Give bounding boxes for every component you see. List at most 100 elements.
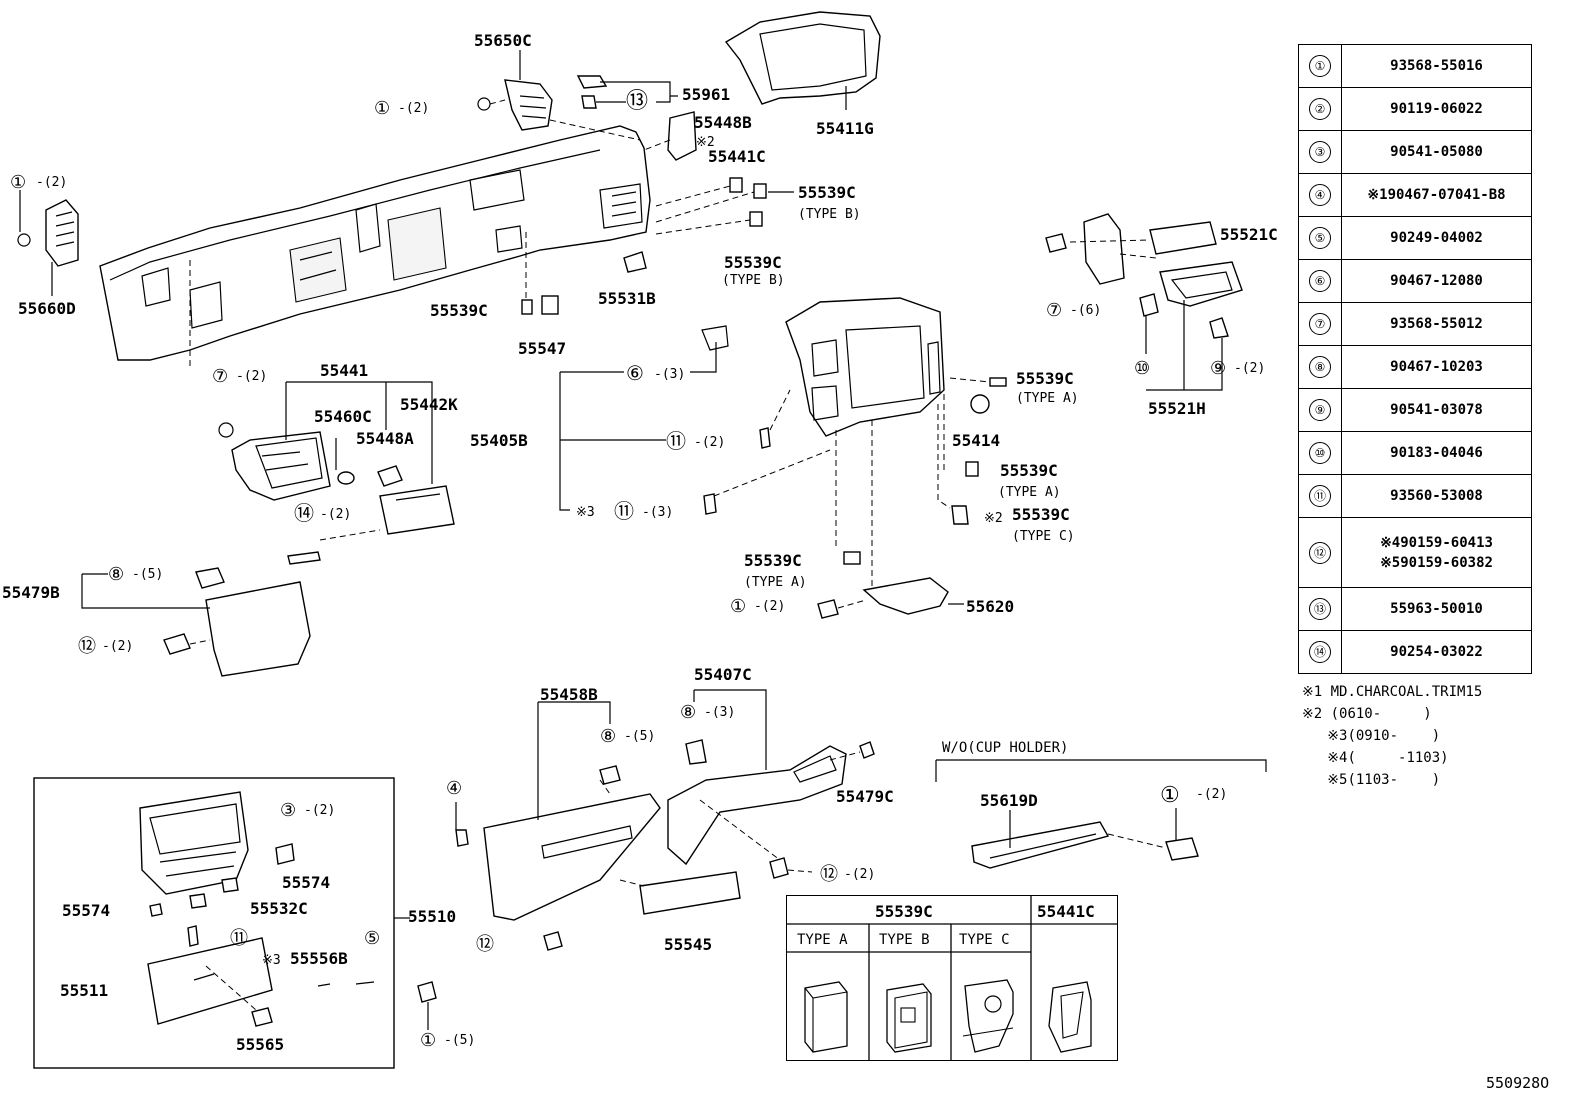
panel-55407C-drawing bbox=[667, 689, 875, 879]
label-55539C-b-type: (TYPE B) bbox=[722, 273, 785, 288]
legend-part-number: 55963-50010 bbox=[1390, 601, 1483, 617]
legend-index: ② bbox=[1309, 98, 1331, 120]
legend-row: ⑩ 90183-04046 bbox=[1298, 431, 1532, 475]
callout-12-b-qty: -(2) bbox=[844, 867, 875, 882]
label-55565: 55565 bbox=[236, 1035, 284, 1054]
label-55511: 55511 bbox=[60, 981, 108, 1000]
meter-hood-55411G-drawing bbox=[724, 11, 881, 110]
callout-12-a: ⑫ bbox=[78, 636, 96, 657]
type-table-svg: 55539C 55441C TYPE A TYPE B TYPE C bbox=[787, 896, 1117, 1060]
footnote: ※4( -1103) bbox=[1302, 750, 1449, 766]
label-55405B: 55405B bbox=[470, 431, 528, 450]
center-cluster-55405B-drawing bbox=[559, 297, 1007, 590]
type-table-col-b: TYPE B bbox=[879, 932, 930, 948]
legend-part-number: 93568-55012 bbox=[1390, 316, 1483, 332]
callout-5: ⑤ bbox=[364, 928, 380, 949]
callout-13: ⑬ bbox=[626, 89, 648, 114]
label-55539C-b: 55539C bbox=[724, 253, 782, 272]
label-55650C: 55650C bbox=[474, 31, 532, 50]
label-55442K: 55442K bbox=[400, 395, 458, 414]
type-illustration-table: 55539C 55441C TYPE A TYPE B TYPE C bbox=[786, 895, 1118, 1061]
callout-1-d: ① bbox=[1160, 783, 1180, 808]
legend-row: ⑫※490159-60413※590159-60382 bbox=[1298, 517, 1532, 588]
callout-6-qty: -(3) bbox=[654, 367, 685, 382]
legend-index: ⑧ bbox=[1309, 356, 1331, 378]
label-55539C-f: 55539C bbox=[1012, 505, 1070, 524]
drawing-number: 550928O bbox=[1486, 1074, 1550, 1092]
label-55556B: 55556B bbox=[290, 949, 348, 968]
footnote: ※3(0910- ) bbox=[1302, 728, 1441, 744]
label-55458B: 55458B bbox=[540, 685, 598, 704]
type-table-header-55539C: 55539C bbox=[875, 902, 933, 921]
label-55539C-g-type: (TYPE A) bbox=[744, 575, 807, 590]
side-vent-55660D-drawing bbox=[17, 190, 79, 296]
footnote: ※5(1103- ) bbox=[1302, 772, 1441, 788]
label-55547: 55547 bbox=[518, 339, 566, 358]
type-c-illustration bbox=[962, 979, 1014, 1053]
label-55545: 55545 bbox=[664, 935, 712, 954]
bracket-55620-drawing bbox=[817, 577, 964, 619]
label-55539C-f-type: (TYPE C) bbox=[1012, 529, 1075, 544]
clip-55961-drawing bbox=[576, 75, 678, 109]
callout-10: ⑩ bbox=[1134, 358, 1150, 379]
callout-1-c-qty: -(2) bbox=[754, 599, 785, 614]
label-55539C-e-type: (TYPE A) bbox=[998, 485, 1061, 500]
bracket-55448B-drawing bbox=[643, 111, 697, 161]
callout-8-c: ⑧ bbox=[600, 726, 616, 747]
callout-1-e: ① bbox=[420, 1030, 436, 1051]
legend-index: ⑪ bbox=[1309, 485, 1331, 507]
label-55448A: 55448A bbox=[356, 429, 414, 448]
callout-8-b: ⑧ bbox=[680, 702, 696, 723]
legend-index: ⑥ bbox=[1309, 270, 1331, 292]
callout-8-a: ⑧ bbox=[108, 564, 124, 585]
label-55539C-a-type: (TYPE B) bbox=[798, 207, 861, 222]
label-55539C-g: 55539C bbox=[744, 551, 802, 570]
label-55660D: 55660D bbox=[18, 299, 76, 318]
legend-row: ④※190467-07041-B8 bbox=[1298, 173, 1532, 217]
cover-55531B-drawing bbox=[623, 251, 647, 273]
label-55531B: 55531B bbox=[598, 289, 656, 308]
label-55574-a: 55574 bbox=[282, 873, 330, 892]
pad-55442K-drawing bbox=[287, 485, 455, 565]
legend-part-number-alt: ※590159-60382 bbox=[1380, 554, 1493, 571]
callout-11-c: ⑪ bbox=[230, 928, 248, 949]
legend-index: ⑩ bbox=[1309, 442, 1331, 464]
callout-9-qty: -(2) bbox=[1234, 361, 1265, 376]
wo-cup-holder-55619D-drawing bbox=[935, 759, 1267, 869]
callout-7-a: ⑦ bbox=[212, 366, 228, 387]
legend-part-number: 90541-03078 bbox=[1390, 402, 1483, 418]
cover-55545-drawing bbox=[619, 871, 741, 915]
wo-cup-holder-label: W/O(CUP HOLDER) bbox=[942, 740, 1068, 756]
legend-row: ⑧ 90467-10203 bbox=[1298, 345, 1532, 389]
legend-index: ⑨ bbox=[1309, 399, 1331, 421]
label-55441: 55441 bbox=[320, 361, 368, 380]
callout-11-b-qty: -(3) bbox=[642, 505, 673, 520]
callout-7-a-qty: -(2) bbox=[236, 369, 267, 384]
legend-row: ⑦ 93568-55012 bbox=[1298, 302, 1532, 346]
legend-index: ③ bbox=[1309, 141, 1331, 163]
callout-9: ⑨ bbox=[1210, 358, 1226, 379]
type-table-col-a: TYPE A bbox=[797, 932, 848, 948]
label-55441C: 55441C bbox=[708, 147, 766, 166]
legend-part-number: 90119-06022 bbox=[1390, 101, 1483, 117]
callout-11-a: ⑪ bbox=[666, 429, 686, 453]
label-55479C: 55479C bbox=[836, 787, 894, 806]
legend-part-number: 90467-10203 bbox=[1390, 359, 1483, 375]
callout-14: ⑭ bbox=[294, 501, 314, 525]
callout-8-c-qty: -(5) bbox=[624, 729, 655, 744]
label-55460C: 55460C bbox=[314, 407, 372, 426]
callout-1-e-qty: -(5) bbox=[444, 1033, 475, 1048]
legend-index: ⑭ bbox=[1309, 641, 1331, 663]
label-55411G: 55411G bbox=[816, 119, 874, 138]
legend-part-number: 90183-04046 bbox=[1390, 445, 1483, 461]
label-55539C-d: 55539C bbox=[1016, 369, 1074, 388]
legend-index: ⑦ bbox=[1309, 313, 1331, 335]
callout-3-qty: -(2) bbox=[304, 803, 335, 818]
